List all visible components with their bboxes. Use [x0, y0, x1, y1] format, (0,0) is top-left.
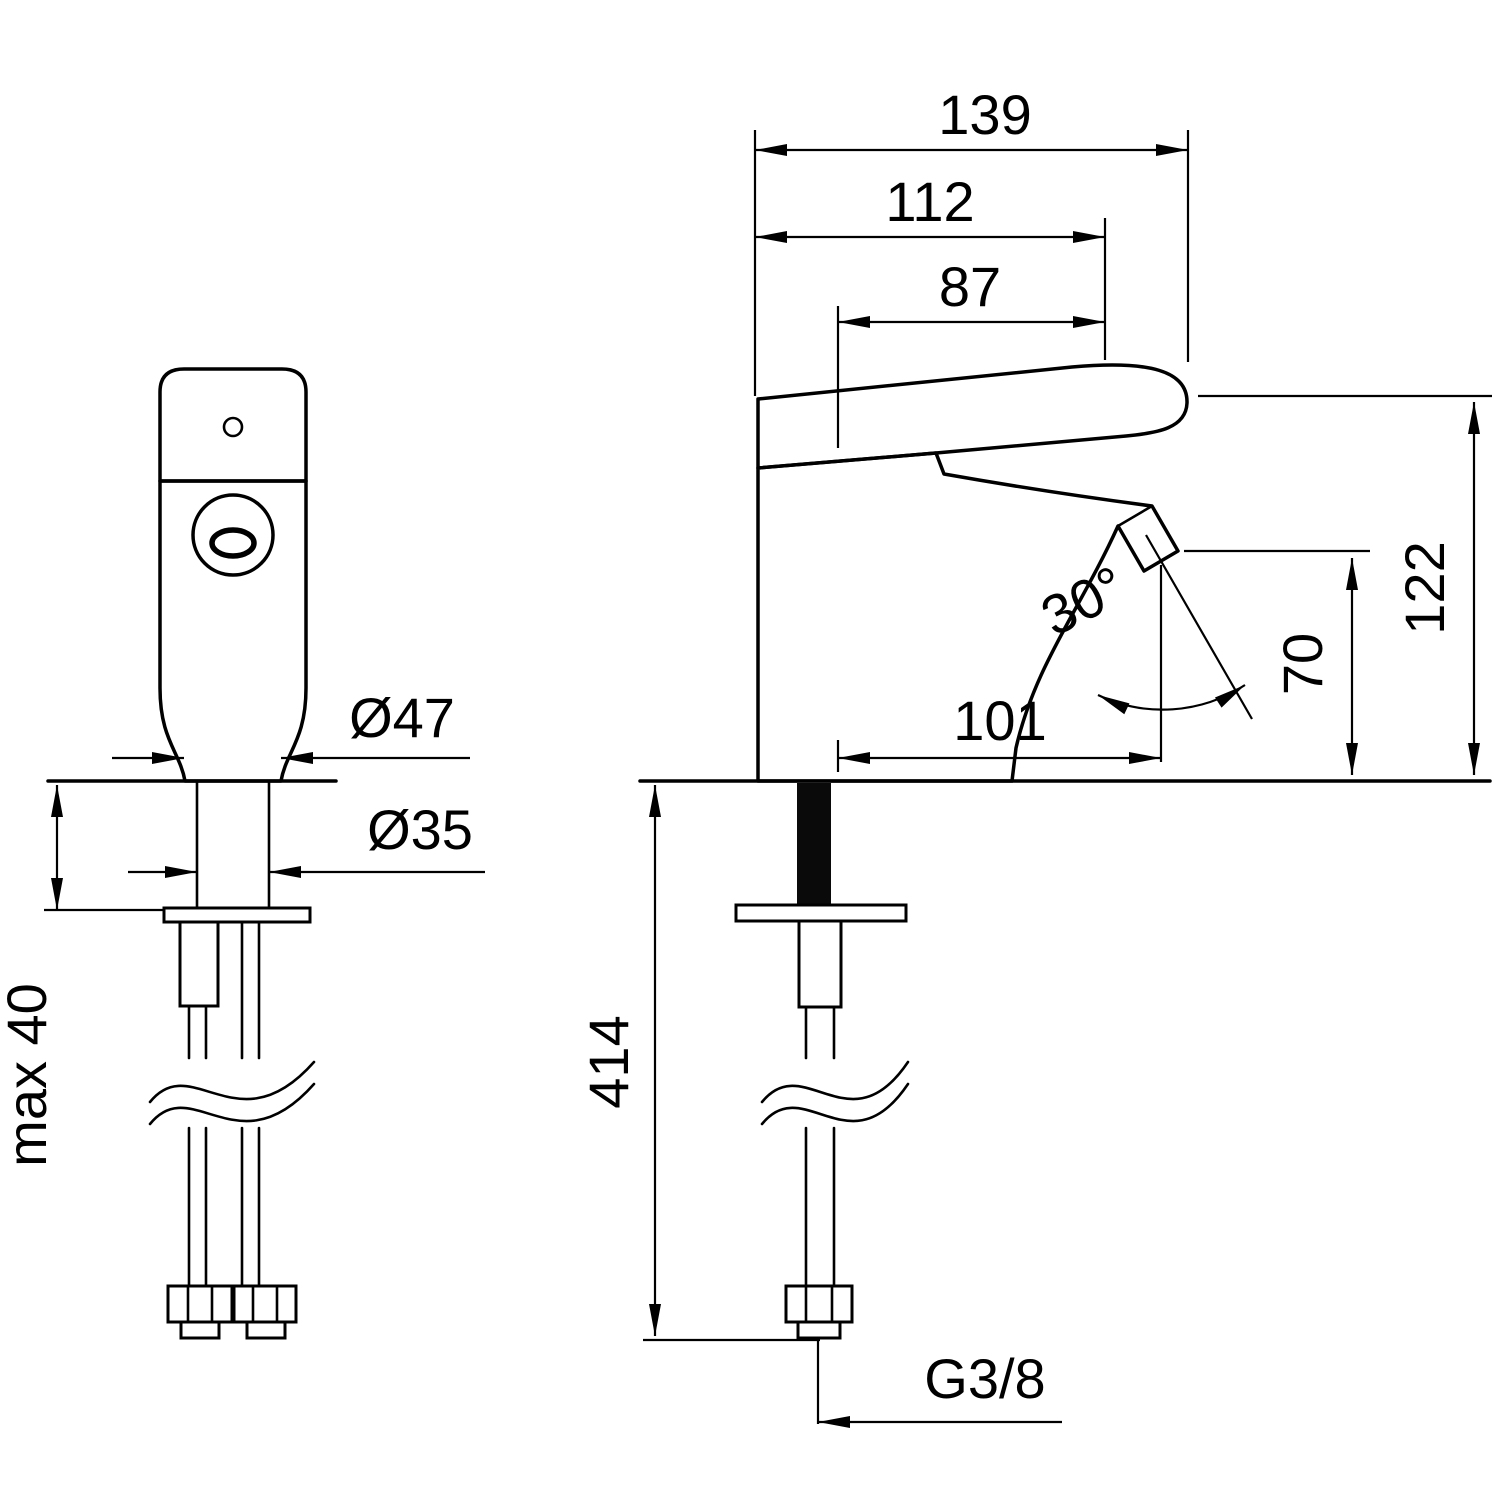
hose-nut-collar [245, 1320, 287, 1340]
break-wave [760, 1082, 910, 1126]
dim-spout-reach: 101 [836, 689, 1161, 772]
dim-total-height: 122 [1198, 394, 1492, 775]
aerator-outlet [209, 527, 257, 559]
handle-front-outline [158, 367, 308, 483]
dim-body-depth: 112 [755, 170, 1107, 360]
dim-label-max-deck-thickness: max 40 [0, 983, 58, 1167]
mounting-nut-side [797, 919, 843, 1009]
dim-label-spout-reach: 101 [953, 689, 1046, 752]
threaded-rod [797, 783, 831, 905]
dim-hose-length: 414 [577, 785, 820, 1342]
spout-escutcheon [191, 493, 275, 577]
dim-handle-depth: 87 [836, 255, 1105, 448]
body-front-outline [158, 479, 308, 783]
dim-thread-size: G3/8 [816, 1340, 1062, 1428]
mounting-nut-front [178, 920, 220, 1008]
dim-hole-diameter: Ø35 [128, 798, 485, 878]
spout-root-line [1116, 504, 1154, 528]
dim-total-depth: 139 [753, 83, 1190, 396]
hose-nut-collar [796, 1320, 842, 1340]
hose-nut [232, 1284, 298, 1324]
clamp-washer-front [162, 906, 312, 924]
dim-label-total-height: 122 [1393, 541, 1456, 634]
dim-label-thread-size: G3/8 [924, 1347, 1045, 1410]
hose-nut-collar [179, 1320, 221, 1340]
dim-label-body-depth: 112 [885, 170, 974, 233]
break-wave [148, 1082, 316, 1126]
body-side-outline [756, 451, 1180, 783]
break-wave [148, 1060, 316, 1104]
dim-label-total-depth: 139 [938, 83, 1031, 146]
dim-label-hose-length: 414 [577, 1015, 640, 1108]
clamp-washer-side [734, 903, 908, 923]
break-wave [760, 1060, 910, 1104]
handle-side-outline [756, 363, 1189, 470]
dim-spout-height: 70 [1184, 549, 1370, 775]
dim-label-base-diameter: Ø47 [349, 686, 455, 749]
side-view [638, 363, 1492, 1340]
dim-max-deck-thickness: max 40 [0, 785, 164, 1167]
dim-label-spout-angle: 30° [1031, 553, 1135, 648]
dim-label-handle-depth: 87 [939, 255, 1001, 318]
dim-label-spout-height: 70 [1271, 633, 1334, 695]
front-view [46, 367, 338, 1340]
hose-nut [784, 1284, 854, 1324]
hose-nut [166, 1284, 234, 1324]
dim-base-diameter: Ø47 [112, 686, 470, 764]
dim-label-hole-diameter: Ø35 [367, 798, 473, 861]
handle-pin-hole [222, 416, 244, 438]
